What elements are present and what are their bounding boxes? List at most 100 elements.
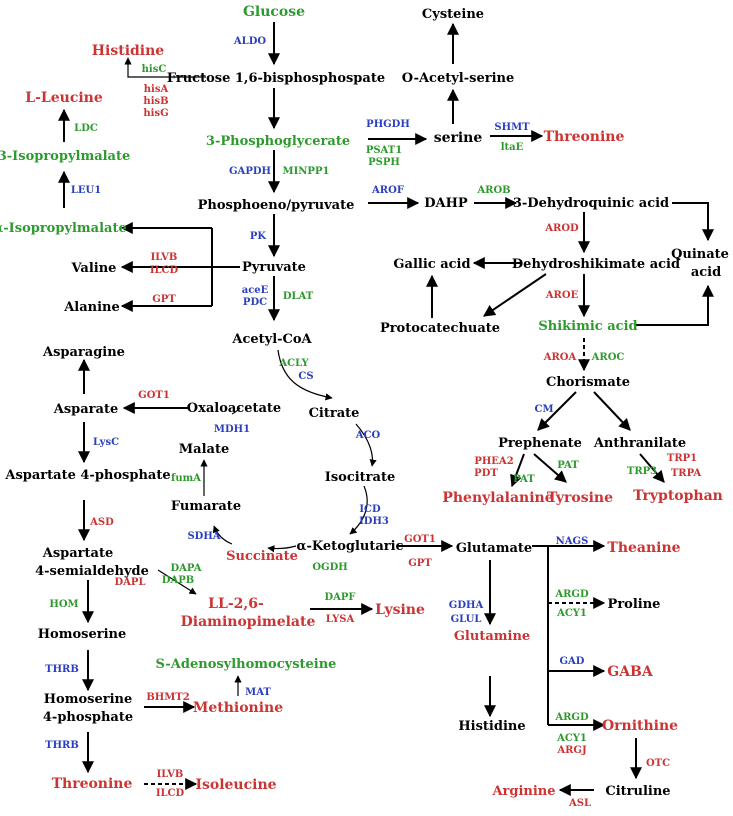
enzyme-glul: GLUL [451, 614, 482, 625]
enzymes: ALDO hisC hisA hisB hisG LDC LEU1 GAPDH … [45, 36, 701, 809]
enzyme-sdha: SDHA [187, 531, 220, 542]
asparagine-label: Asparagine [42, 345, 125, 360]
enzyme-argd2: ARGD [554, 712, 589, 723]
enzyme-nags: NAGS [556, 536, 589, 547]
metabolites: Glucose Fructose 1,6-bisphosphospate His… [0, 4, 729, 799]
arrows [58, 22, 714, 796]
enzyme-aroa: AROA [543, 352, 577, 363]
homoserine4p-label-1: Homoserine [44, 692, 132, 707]
enzyme-dapf: DAPF [324, 592, 355, 603]
enzyme-asd: ASD [89, 517, 114, 528]
enzyme-pk: PK [250, 231, 267, 242]
succinate-label: Succinate [226, 549, 298, 564]
cysteine-label: Cysteine [422, 7, 484, 22]
chorismate-label: Chorismate [546, 375, 630, 390]
citrate-label: Citrate [309, 406, 360, 421]
isopropylmalate-a-label: α-Isopropylmalate [0, 221, 127, 236]
dehydroshikimate-label: Dehydroshikimate acid [512, 257, 680, 272]
enzyme-acly: ACLY [278, 358, 309, 369]
alanine-label: Alanine [63, 300, 120, 315]
enzyme-dapl: DAPL [115, 577, 146, 588]
quinate-label-2: acid [691, 265, 721, 280]
enzyme-icd: ICD [359, 504, 381, 515]
enzyme-gpt1: GPT [152, 294, 176, 305]
enzyme-fuma: fumA [171, 473, 201, 484]
enzyme-hisb: hisB [143, 96, 168, 107]
dehydroquinic-label: 3-Dehydroquinic acid [513, 196, 669, 211]
enzyme-psph: PSPH [368, 157, 400, 168]
citruline-label: Citruline [605, 784, 670, 799]
enzyme-acy1a: ACY1 [556, 608, 587, 619]
protocatechuate-label: Protocatechuate [380, 321, 500, 336]
enzyme-otc: OTC [646, 758, 670, 769]
enzyme-thrb2: THRB [45, 740, 79, 751]
oxaloacetate-label: Oxaloacetate [187, 401, 281, 416]
glutamate-label: Glutamate [456, 541, 532, 556]
glucose-label: Glucose [243, 4, 305, 20]
enzyme-trp1: TRP1 [667, 453, 697, 464]
enzyme-mdh1: MDH1 [214, 424, 250, 435]
enzyme-gapdh: GAPDH [229, 166, 271, 177]
ornithine-label: Ornithine [602, 718, 678, 734]
asp-semi-label-2: 4-semialdehyde [35, 564, 149, 579]
enzyme-aroe: AROE [545, 290, 579, 301]
enzyme-ilvb1: ILVB [151, 252, 178, 263]
prephenate-label: Prephenate [498, 436, 582, 451]
isocitrate-label: Isocitrate [325, 470, 395, 485]
enzyme-gpt2: GPT [408, 558, 432, 569]
fumarate-label: Fumarate [171, 499, 241, 514]
enzyme-ilcd1: ILCD [150, 265, 179, 276]
threonine-top-label: Threonine [544, 129, 625, 145]
leucine-label: L-Leucine [25, 90, 103, 106]
sadh-label: S-Adenosylhomocysteine [156, 657, 337, 672]
enzyme-ilvb2: ILVB [157, 769, 184, 780]
enzyme-asl: ASL [568, 798, 591, 809]
enzyme-lysc: LysC [93, 437, 119, 448]
enzyme-idh3: IDH3 [359, 516, 389, 527]
enzyme-pdt: PDT [474, 468, 498, 479]
enzyme-pdc: PDC [243, 297, 267, 308]
malate-label: Malate [179, 442, 229, 457]
enzyme-arob: AROB [476, 185, 510, 196]
enzyme-cs: CS [298, 371, 313, 382]
asp4p-label: Aspartate 4-phosphate [4, 468, 170, 483]
pep-label: Phosphoeno/pyruvate [198, 198, 355, 213]
isoleucine-label: Isoleucine [195, 777, 276, 793]
enzyme-hisc: hisC [142, 64, 167, 75]
enzyme-pat1: PAT [513, 474, 535, 485]
isopropylmalate3-label: 3-Isopropylmalate [0, 149, 130, 164]
enzyme-aldo: ALDO [233, 36, 266, 47]
enzyme-hisa: hisA [144, 84, 169, 95]
enzyme-ltae: ltaE [501, 142, 524, 153]
enzyme-arod: AROD [544, 223, 579, 234]
acetylcoa-label: Acetyl-CoA [231, 332, 312, 347]
akg-label: α-Ketoglutaric [297, 539, 404, 554]
homoserine4p-label-2: 4-phosphate [43, 710, 133, 725]
theanine-label: Theanine [607, 540, 680, 556]
pyruvate-label: Pyruvate [242, 260, 306, 275]
enzyme-hom: HOM [49, 599, 78, 610]
enzyme-dapb: DAPB [162, 575, 194, 586]
enzyme-got1b: GOT1 [404, 534, 436, 545]
dahp-label: DAHP [424, 196, 468, 211]
gaba-label: GABA [607, 664, 654, 680]
lysine-label: Lysine [375, 602, 425, 618]
enzyme-phea2: PHEA2 [474, 456, 513, 467]
enzyme-argd1: ARGD [554, 589, 589, 600]
enzyme-aco: ACO [355, 430, 381, 441]
enzyme-lysa: LYSA [326, 614, 355, 625]
enzyme-cm: CM [534, 404, 553, 415]
dap-label-1: LL-2,6- [208, 596, 264, 612]
oacetylserine-label: O-Acetyl-serine [402, 71, 514, 86]
phosphoglycerate-label: 3-Phosphoglycerate [206, 134, 350, 149]
enzyme-leu1: LEU1 [71, 185, 101, 196]
enzyme-arof: AROF [371, 185, 404, 196]
arginine-label: Arginine [491, 784, 555, 799]
enzyme-thrb1: THRB [45, 664, 79, 675]
asparate-label: Asparate [53, 402, 118, 417]
dap-label-2: Diaminopimelate [181, 614, 316, 630]
threonine-bottom-label: Threonine [52, 776, 133, 792]
proline-label: Proline [608, 597, 661, 612]
